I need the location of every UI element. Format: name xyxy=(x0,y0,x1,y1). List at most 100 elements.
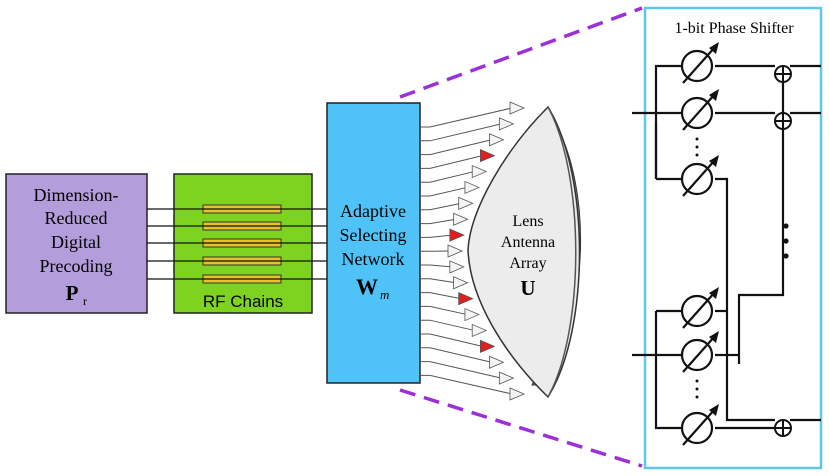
antenna-feed xyxy=(498,117,515,131)
ellipsis-dot xyxy=(695,153,699,157)
feed-line xyxy=(420,218,456,225)
lens-body xyxy=(467,105,581,399)
phase-shifter-border xyxy=(643,6,823,470)
antenna-feed xyxy=(453,276,469,290)
lens-edge xyxy=(547,106,577,398)
rf-chains-label: RF Chains xyxy=(203,292,283,311)
feed-line xyxy=(420,155,483,169)
feed-line xyxy=(420,292,461,300)
feed-line xyxy=(420,139,492,156)
zoom-line-top xyxy=(399,6,643,99)
phase-shifter-arrow xyxy=(682,408,716,446)
phase-shifter-arrow xyxy=(682,46,716,84)
antenna-feed xyxy=(458,196,474,210)
feed-line xyxy=(420,361,502,379)
active-antenna-feed xyxy=(480,149,496,163)
selecting-line-3: Network xyxy=(342,249,405,269)
vertical-ellipsis-right xyxy=(783,223,789,259)
phase-shifter-icon xyxy=(680,331,719,373)
phase-shifter-icon xyxy=(680,155,719,197)
selecting-network-box xyxy=(326,102,421,384)
antenna-feeds xyxy=(420,101,526,401)
antenna-feed xyxy=(509,387,526,401)
ellipsis-dot xyxy=(695,379,699,383)
antenna-feed xyxy=(449,260,465,274)
antenna-feed xyxy=(489,133,505,147)
active-antenna-feed xyxy=(480,339,496,353)
phase-shifter-arrowhead xyxy=(709,42,719,54)
phase-shifter-arrowhead xyxy=(709,89,719,101)
phase-shifter-arrow xyxy=(682,335,716,373)
ellipsis-dot xyxy=(695,145,699,149)
antenna-feed xyxy=(489,355,505,369)
precoding-line-2: Reduced xyxy=(45,208,108,228)
phase-shifter-arrow xyxy=(682,291,716,329)
ellipsis-dot xyxy=(695,395,699,399)
selecting-network-block: Adaptive Selecting Network W m xyxy=(326,102,421,384)
active-antenna-feed xyxy=(458,292,474,306)
rf-signal-lines xyxy=(147,208,327,280)
phase-shifter-arrow xyxy=(682,93,716,131)
precoding-line-3: Digital xyxy=(51,232,101,252)
antenna-feed xyxy=(464,307,480,322)
precoding-box xyxy=(5,173,148,314)
feed-line xyxy=(420,123,502,142)
feed-line xyxy=(420,107,513,128)
phase-shifter-icon xyxy=(680,42,719,84)
wire xyxy=(715,177,729,311)
phase-shifter-icon xyxy=(680,89,719,131)
precoding-symbol-subscript: r xyxy=(83,294,87,308)
lens-symbol: U xyxy=(520,276,535,300)
feed-line xyxy=(420,319,475,331)
active-antenna-feed xyxy=(449,228,465,242)
phase-shifter-icon xyxy=(680,287,719,329)
adders xyxy=(774,65,792,437)
selecting-line-2: Selecting xyxy=(340,225,407,245)
lens-line-3: Array xyxy=(509,255,546,272)
antenna-feed xyxy=(464,180,480,195)
lens-line-2: Antenna xyxy=(501,234,555,251)
ellipsis-dot xyxy=(695,387,699,391)
antenna-feed xyxy=(471,323,488,338)
zoom-lines xyxy=(399,6,643,468)
precoding-block: Dimension- Reduced Digital Precoding P r xyxy=(5,173,148,314)
antenna-feed xyxy=(509,101,526,115)
precoding-line-4: Precoding xyxy=(40,256,113,276)
feed-line xyxy=(420,347,492,363)
feed-line xyxy=(420,234,452,238)
ellipsis-dot xyxy=(695,137,699,141)
antenna-feed xyxy=(471,164,488,179)
precoding-symbol: P xyxy=(66,281,79,305)
phase-shifter-title: 1-bit Phase Shifter xyxy=(674,20,794,37)
feed-line xyxy=(420,278,456,284)
lens-antenna-array: Lens Antenna Array U xyxy=(467,105,582,399)
feed-line xyxy=(420,171,475,183)
adder-icon xyxy=(774,65,792,83)
precoding-line-1: Dimension- xyxy=(34,185,119,205)
feed-line xyxy=(420,202,461,211)
phase-shifter-arrowhead xyxy=(709,331,719,343)
phase-shifters xyxy=(680,42,719,446)
phase-shifter-arrowhead xyxy=(709,287,719,299)
feed-line xyxy=(420,374,513,395)
selecting-line-1: Adaptive xyxy=(340,201,406,221)
selecting-symbol: W xyxy=(356,274,378,299)
wire xyxy=(725,311,775,422)
lens-line-1: Lens xyxy=(512,213,543,230)
zoom-line-bottom xyxy=(399,388,643,468)
feed-line xyxy=(420,186,468,197)
wire xyxy=(737,74,785,364)
antenna-feed xyxy=(498,371,515,385)
feed-line xyxy=(420,264,452,268)
feed-line xyxy=(420,333,483,347)
phase-shifter-icon xyxy=(680,404,719,446)
ellipsis-dot xyxy=(783,253,789,259)
adder-icon xyxy=(774,419,792,437)
vertical-ellipsis-lower xyxy=(695,379,699,399)
ellipsis-dot xyxy=(783,223,789,229)
phase-shifter-arrow xyxy=(682,159,716,197)
vertical-ellipsis-upper xyxy=(695,137,699,157)
phase-shifter-arrowhead xyxy=(709,155,719,167)
feed-line xyxy=(420,305,468,316)
